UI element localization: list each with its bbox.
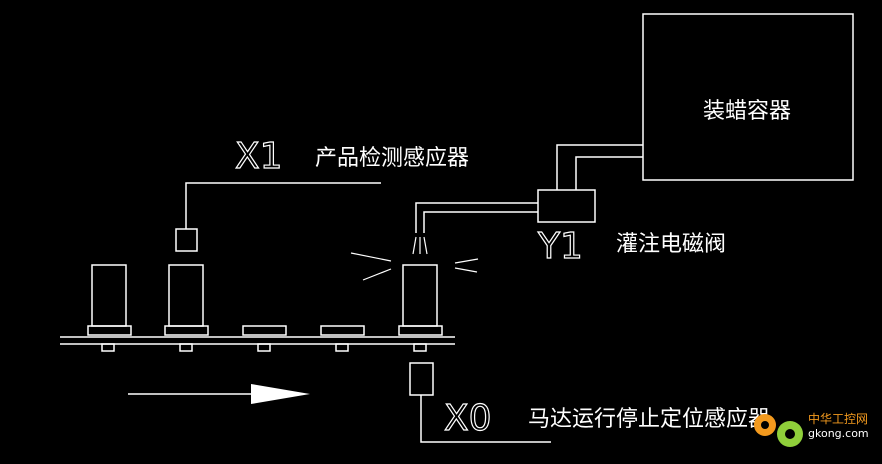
x1-sensor-box — [175, 228, 198, 252]
watermark-site-cn: 中华工控网 — [808, 411, 868, 426]
product-1 — [91, 264, 127, 327]
wax-container-box — [642, 13, 854, 181]
solenoid-valve-box — [537, 189, 596, 223]
x0-code-label: X0 — [444, 398, 492, 439]
x0-sensor-wire — [420, 395, 551, 443]
wax-container-label: 装蜡容器 — [703, 99, 791, 124]
conveyor-plates — [87, 325, 443, 336]
conveyor-rollers — [101, 343, 427, 352]
y1-code-label: Y1 — [537, 226, 583, 267]
spark-lines-left — [350, 252, 392, 281]
watermark-site-url: gkong.com — [808, 427, 869, 440]
gkong-watermark-logo: 中华工控网 gkong.com — [754, 411, 869, 447]
conveyor-belt — [60, 336, 455, 345]
x0-desc-label: 马达运行停止定位感应器 — [528, 407, 770, 432]
product-bottles — [91, 264, 438, 327]
y1-desc-label: 灌注电磁阀 — [616, 232, 726, 257]
spray-lines — [412, 236, 428, 255]
supply-pipe — [556, 144, 643, 190]
spark-lines-right — [454, 258, 479, 273]
nozzle-pipe — [415, 202, 538, 233]
product-2 — [168, 264, 204, 327]
direction-arrow-head — [251, 384, 310, 404]
x1-code-label: X1 — [235, 136, 283, 177]
x1-desc-label: 产品检测感应器 — [315, 146, 469, 171]
x1-sensor-wire — [185, 182, 381, 229]
x0-sensor-box — [409, 362, 434, 396]
product-3 — [402, 264, 438, 327]
